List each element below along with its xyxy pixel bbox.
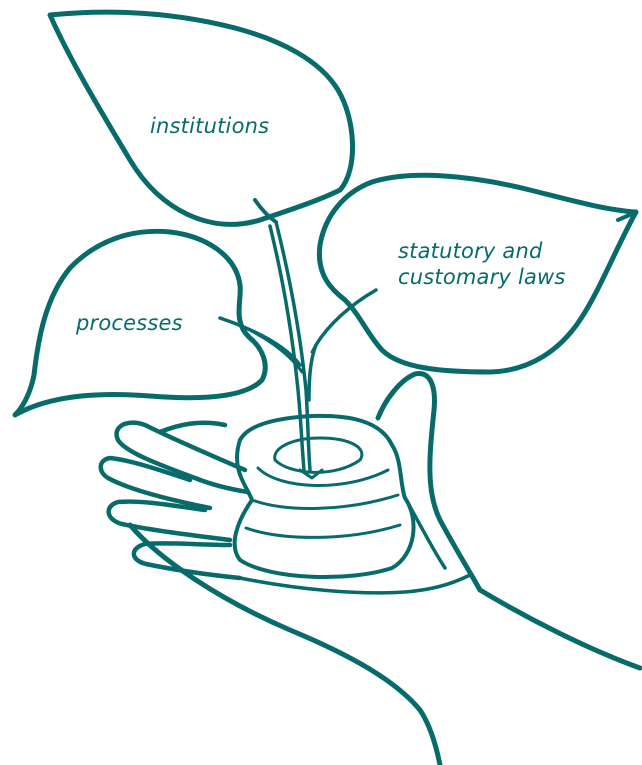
leaf-laws-label-line2: customary laws (398, 265, 566, 289)
leaf-institutions-tip-icon (253, 198, 278, 224)
seedling-icon (218, 220, 378, 472)
leaf-processes-outline-icon (12, 228, 268, 418)
leaf-laws: statutory and customary laws (316, 172, 639, 375)
leaf-institutions: institutions (47, 9, 356, 227)
leaf-processes: processes (12, 228, 268, 418)
hand-icon (98, 371, 642, 765)
leaf-institutions-outline-icon (47, 9, 356, 227)
leaf-institutions-label: institutions (150, 114, 269, 138)
soil-sack-icon (232, 413, 416, 579)
leaf-laws-label-line1: statutory and (398, 239, 543, 263)
leaf-laws-outline-icon (316, 172, 639, 375)
leaf-laws-tip-icon (616, 210, 638, 222)
leaf-processes-label: processes (75, 311, 183, 335)
